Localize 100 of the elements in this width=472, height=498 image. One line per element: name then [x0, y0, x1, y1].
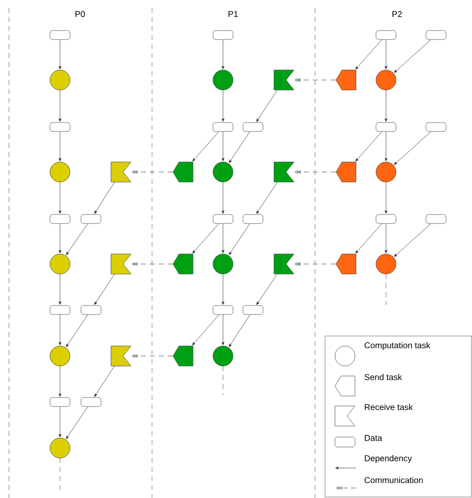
- lane-label: P0: [76, 11, 85, 17]
- data-box: [212, 122, 234, 132]
- computation-circle: [212, 346, 234, 366]
- data-box: [242, 214, 264, 224]
- dependency-arrow: [58, 406, 62, 438]
- dependency-arrow: [58, 90, 62, 122]
- dependency-arrow: [256, 90, 278, 122]
- communication-arrow: [294, 170, 336, 174]
- data-box: [426, 30, 446, 40]
- dependency-arrow: [384, 90, 388, 122]
- dependency-arrow: [58, 40, 62, 70]
- dependency-arrow: [394, 40, 431, 73]
- computation-circle: [212, 162, 234, 182]
- dependency-arrow: [228, 224, 250, 256]
- legend-label: Send task: [364, 374, 402, 380]
- computation-circle: [376, 70, 396, 90]
- data-box: [50, 30, 70, 40]
- data-box: [426, 214, 446, 224]
- communication-arrow: [132, 262, 173, 266]
- computation-circle: [376, 254, 396, 274]
- dependency-arrow: [355, 132, 382, 162]
- legend-label: Communication: [364, 476, 423, 484]
- data-box: [242, 305, 264, 315]
- computation-circle: [212, 70, 234, 90]
- data-box: [80, 305, 102, 315]
- data-box: [50, 122, 70, 132]
- dependency-arrow: [222, 224, 224, 254]
- receive-flag: [274, 162, 294, 182]
- lane-label: P1: [228, 11, 238, 17]
- send-pentagon: [336, 254, 356, 274]
- dependency-arrow: [384, 182, 388, 214]
- dependency-arrow: [94, 366, 115, 397]
- send-pentagon: [172, 346, 194, 366]
- send-pentagon: [336, 70, 356, 90]
- data-box: [212, 30, 234, 40]
- dependency-arrow: [384, 40, 388, 70]
- dependency-arrow: [66, 406, 88, 440]
- computation-circle: [50, 346, 70, 366]
- dependency-arrow: [58, 314, 62, 346]
- communication-arrow: [294, 78, 336, 82]
- data-box: [426, 122, 446, 132]
- dependency-arrow: [94, 182, 115, 214]
- computation-circle: [212, 254, 234, 274]
- dependency-arrow: [222, 182, 224, 214]
- receive-flag: [110, 254, 132, 274]
- dependency-arrow: [58, 132, 62, 162]
- send-pentagon: [172, 162, 194, 182]
- communication-arrow: [294, 262, 336, 266]
- communication-arrow: [132, 170, 173, 174]
- receive-flag: [110, 346, 132, 366]
- dependency-arrow: [94, 274, 115, 305]
- computation-circle: [376, 162, 396, 182]
- dependency-arrow: [355, 40, 382, 70]
- data-box: [242, 122, 264, 132]
- dependency-arrow: [58, 224, 62, 254]
- receive-flag: [110, 162, 132, 182]
- legend-label: Data: [364, 435, 382, 441]
- dependency-arrow: [58, 366, 62, 397]
- legend-label: Computation task: [364, 342, 430, 350]
- receive-flag: [274, 70, 294, 90]
- dependency-arrow: [384, 224, 388, 254]
- dependency-arrow: [66, 314, 88, 348]
- dependency-arrow: [58, 182, 62, 214]
- dependency-arrow: [394, 224, 431, 257]
- data-box: [376, 30, 396, 40]
- dependency-arrow: [58, 274, 62, 305]
- dependency-arrow: [228, 132, 250, 164]
- receive-flag: [274, 254, 294, 274]
- data-box: [376, 122, 396, 132]
- dependency-arrow: [394, 132, 431, 165]
- dependency-arrow: [384, 132, 388, 162]
- send-pentagon: [172, 254, 194, 274]
- dependency-arrow: [192, 314, 220, 346]
- computation-circle: [50, 162, 70, 182]
- computation-circle: [50, 254, 70, 274]
- dependency-arrow: [222, 274, 224, 305]
- computation-circle: [50, 438, 70, 458]
- data-box: [80, 397, 102, 407]
- lane-label: P2: [392, 11, 402, 17]
- legend-label: Receive task: [364, 404, 413, 410]
- data-box: [50, 397, 70, 407]
- data-box: [50, 305, 70, 315]
- dependency-arrow: [228, 314, 250, 347]
- dependency-arrow: [256, 274, 278, 305]
- dependency-arrow: [66, 224, 88, 256]
- data-box: [212, 214, 234, 224]
- dependency-arrow: [355, 224, 382, 254]
- data-box: [376, 214, 396, 224]
- legend-label: Dependency: [364, 455, 412, 463]
- data-box: [212, 305, 234, 315]
- dependency-arrow: [192, 224, 220, 254]
- communication-arrow: [132, 354, 173, 358]
- data-box: [50, 214, 70, 224]
- dependency-arrow: [222, 90, 224, 122]
- dependency-arrow: [256, 182, 278, 214]
- dependency-arrow: [222, 40, 224, 70]
- dependency-arrow: [222, 132, 224, 162]
- data-box: [80, 214, 102, 224]
- dependency-arrow: [192, 132, 220, 162]
- computation-circle: [50, 70, 70, 90]
